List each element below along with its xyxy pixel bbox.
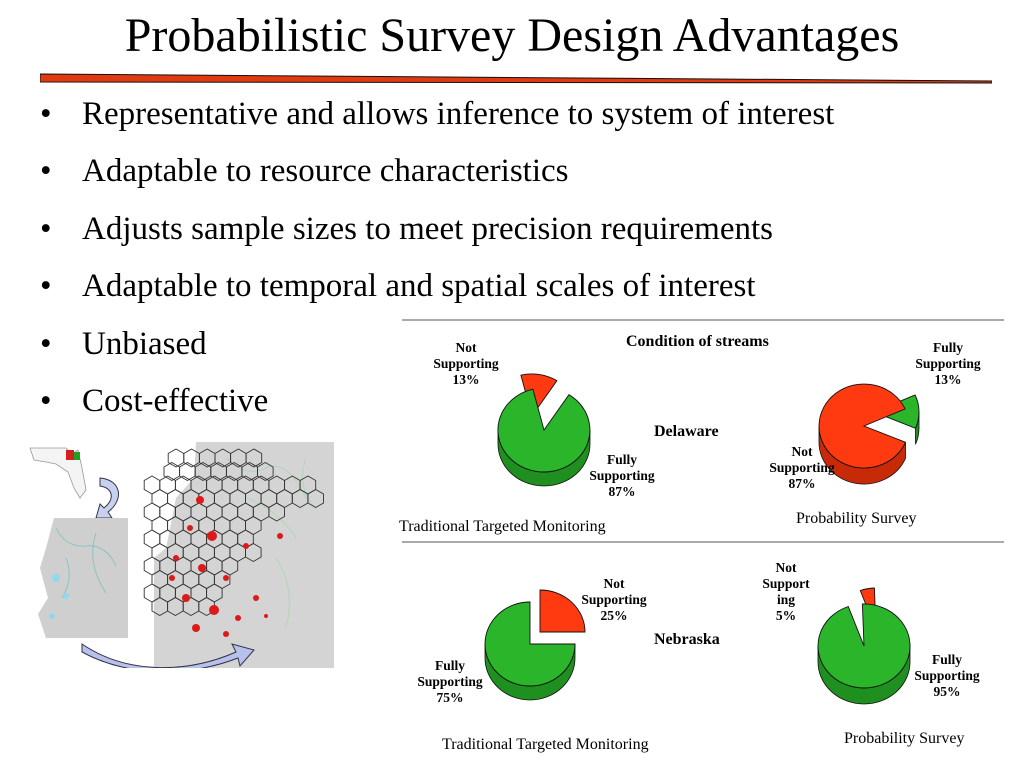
- curved-arrow-icon: [95, 477, 119, 519]
- bullet-list: •Representative and allows inference to …: [40, 86, 834, 430]
- pie-slice-not-supporting: [818, 383, 907, 485]
- chart-caption: Traditional Targeted Monitoring: [399, 518, 606, 535]
- pie-slice-fully-supporting: [484, 601, 576, 701]
- sampling-map-illustration: [26, 442, 334, 668]
- chart-caption: Probability Survey: [844, 730, 965, 747]
- region-label-nebraska: Nebraska: [654, 631, 720, 648]
- curved-arrow-icon: [81, 643, 255, 668]
- chart-rule: [402, 541, 1004, 543]
- chart-caption: Traditional Targeted Monitoring: [442, 736, 649, 753]
- bullet-item: •Adjusts sample sizes to meet precision …: [40, 210, 774, 247]
- hexagon-cell: [268, 502, 285, 522]
- pie-slice-fully-supporting: [497, 388, 591, 487]
- chart-rule: [402, 319, 1004, 321]
- hexagon-cell: [245, 448, 263, 468]
- state-inset-map: [26, 442, 88, 504]
- stream-condition-charts: Condition of streams Delaware Nebraska T…: [396, 318, 1006, 768]
- slide-title: Probabilistic Survey Design Advantages: [124, 9, 900, 62]
- watershed-map: [38, 518, 128, 638]
- hexagon-cell: [245, 542, 262, 563]
- hexagon-cell: [307, 488, 324, 509]
- chart-caption: Probability Survey: [796, 510, 917, 527]
- hexagon-cell: [257, 461, 274, 482]
- pie-slice-not-supporting: [539, 589, 586, 633]
- pie-slice-fully-supporting: [817, 603, 911, 705]
- hexagon-sample-grid-map: [143, 442, 334, 668]
- bullet-item: •Adaptable to resource characteristics: [40, 153, 569, 190]
- chart-group-title: Condition of streams: [626, 333, 769, 350]
- bullet-item: •Cost-effective: [40, 383, 269, 420]
- bullet-item: •Representative and allows inference to …: [40, 96, 835, 132]
- pie-charts: [484, 373, 920, 705]
- title-underline: [40, 73, 992, 84]
- region-label-delaware: Delaware: [654, 423, 719, 440]
- bullet-item: •Unbiased: [40, 325, 207, 362]
- bullet-item: •Adaptable to temporal and spatial scale…: [40, 268, 756, 305]
